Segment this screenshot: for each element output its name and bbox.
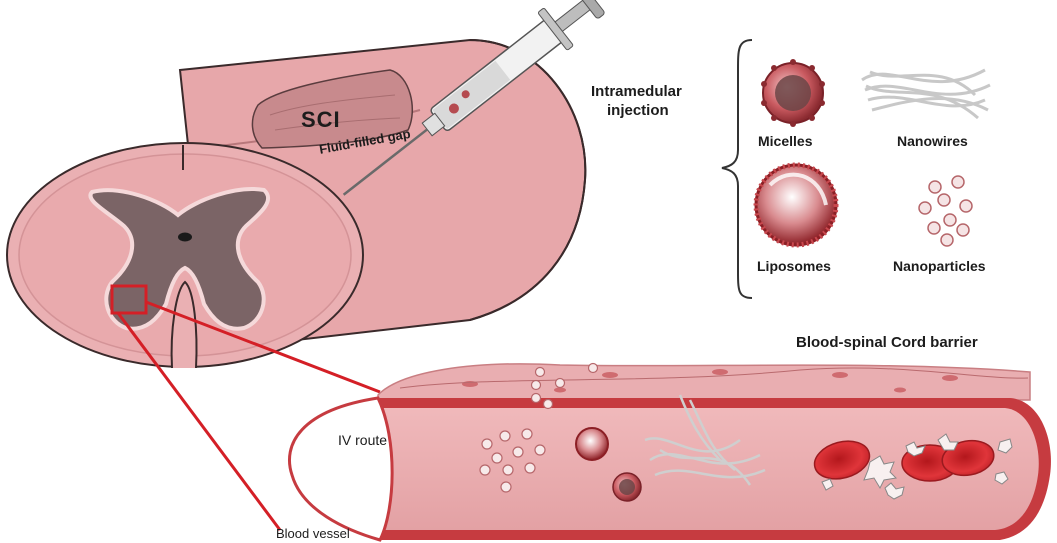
liposomes-label: Liposomes bbox=[757, 258, 831, 274]
micelle-icon bbox=[761, 59, 825, 127]
lumen-micelle bbox=[613, 473, 641, 501]
lumen-liposome bbox=[576, 428, 608, 460]
nanoparticles-label: Nanoparticles bbox=[893, 258, 986, 274]
blood-vessel-label: Blood vessel bbox=[276, 526, 350, 541]
bracket bbox=[722, 40, 752, 298]
barrier-label: Blood-spinal Cord barrier bbox=[796, 334, 978, 351]
nanoparticles-icon bbox=[919, 176, 972, 246]
blood-vessel bbox=[289, 364, 1050, 541]
intramedular-label-line2: injection bbox=[607, 102, 669, 119]
vessel-opening bbox=[289, 398, 392, 540]
central-canal bbox=[178, 233, 192, 242]
micelles-label: Micelles bbox=[758, 133, 812, 149]
nanowires-icon bbox=[862, 70, 990, 118]
iv-route-label: IV route bbox=[338, 432, 387, 448]
nanowires-label: Nanowires bbox=[897, 133, 968, 149]
intramedular-label-line1: Intramedular bbox=[591, 83, 682, 100]
sci-label: SCI bbox=[301, 107, 341, 133]
liposome-icon bbox=[756, 165, 836, 245]
